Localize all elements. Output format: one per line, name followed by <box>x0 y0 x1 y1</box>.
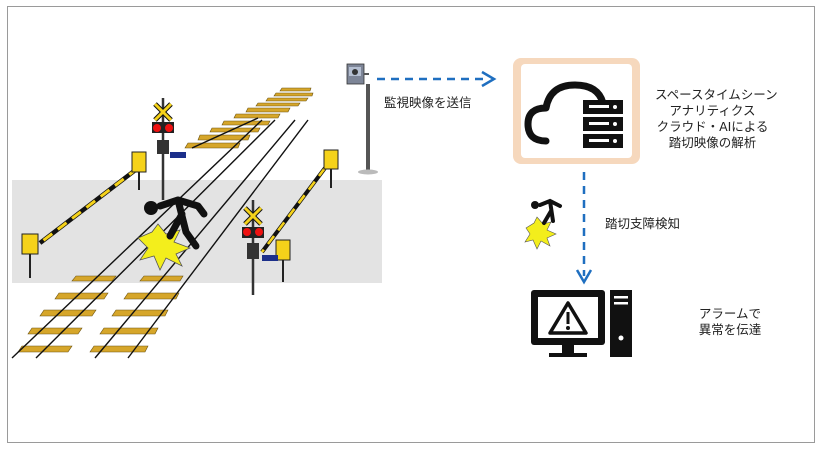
send-video-label: 監視映像を送信 <box>384 95 472 110</box>
cloud-server-icon <box>513 58 640 164</box>
alarm-label-line-2: 異常を伝達 <box>698 322 762 337</box>
fall-alert-icon <box>524 198 562 250</box>
barrier-left-upper <box>38 151 147 245</box>
alarm-label: アラームで 異常を伝達 <box>685 306 775 338</box>
cloud-label-line-2: アナリティクス <box>669 103 756 118</box>
arrow-send-video <box>377 70 497 88</box>
detect-label: 踏切支障検知 <box>605 216 681 231</box>
barrier-left-lower <box>21 233 39 278</box>
cloud-analysis-label: スペースタイムシーン アナリティクス クラウド・AIによる 踏切映像の解析 <box>655 87 778 151</box>
cloud-label-line-4: 踏切映像の解析 <box>668 135 757 150</box>
barrier-right-upper <box>260 149 339 254</box>
cloud-label-line-3: クラウド・AIによる <box>656 119 769 134</box>
crossing-signal-left <box>152 98 186 200</box>
computer-warning-icon <box>531 290 632 357</box>
cloud-label-line-1: スペースタイムシーン <box>655 87 778 102</box>
alarm-label-line-1: アラームで <box>698 306 762 321</box>
crossing-signal-right <box>242 200 278 295</box>
barrier-right-lower <box>275 239 291 282</box>
falling-person-icon <box>137 196 208 271</box>
arrow-detect <box>575 172 593 285</box>
surveillance-camera-icon <box>346 63 378 175</box>
